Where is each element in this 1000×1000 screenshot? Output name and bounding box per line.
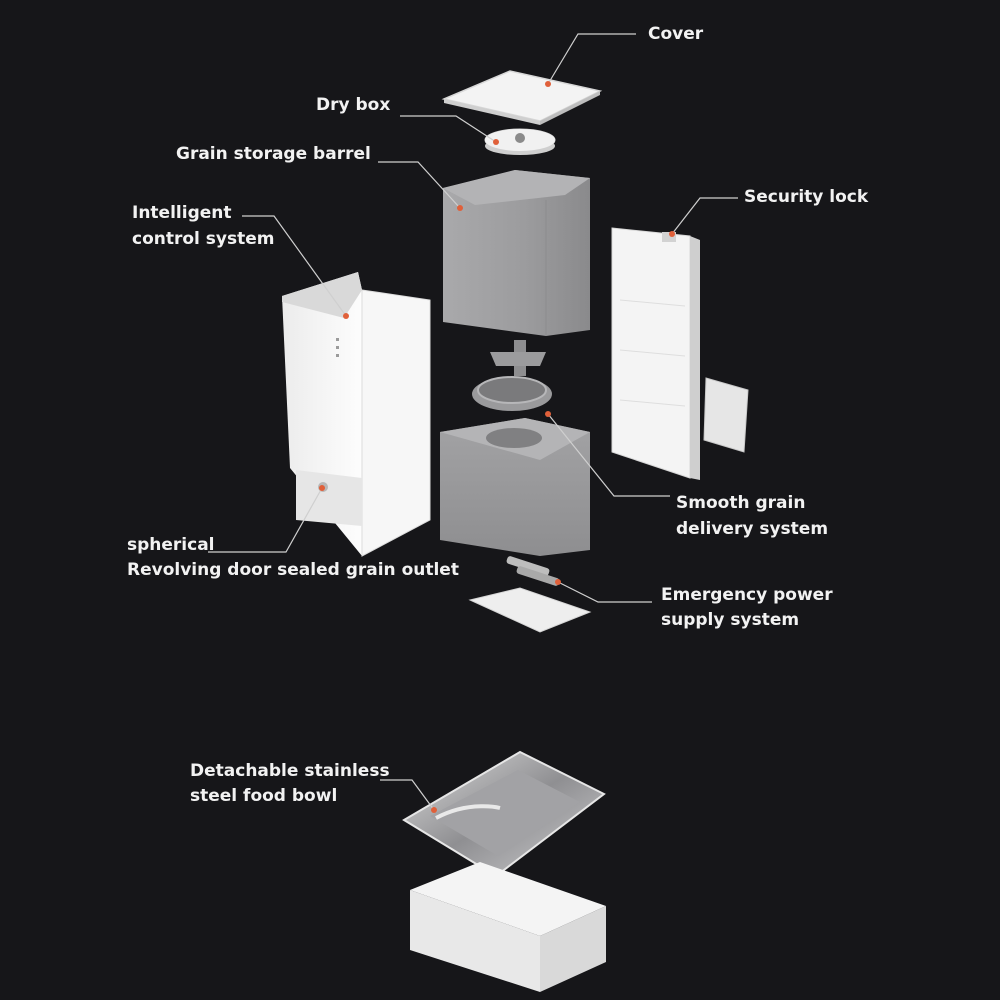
label-grain-storage-barrel: Grain storage barrel [176, 144, 371, 164]
label-cover: Cover [648, 24, 704, 44]
label-spherical-line2: Revolving door sealed grain outlet [127, 560, 459, 580]
impeller-part [490, 340, 546, 376]
label-emergency-power-line1: Emergency power [661, 585, 833, 605]
food-bowl-part [402, 750, 606, 878]
label-dry-box: Dry box [316, 95, 391, 115]
label-intelligent-control-line1: Intelligent [132, 203, 232, 223]
base-unit-part [440, 418, 590, 556]
intelligent-control-housing-part [282, 272, 431, 557]
label-security-lock: Security lock [744, 187, 869, 207]
label-intelligent-control-line2: control system [132, 229, 275, 249]
leader-dots [319, 81, 675, 813]
leader-lines [208, 33, 738, 811]
label-bowl-line1: Detachable stainless [190, 761, 390, 781]
label-smooth-grain-line1: Smooth grain [676, 493, 806, 513]
label-smooth-grain-line2: delivery system [676, 519, 829, 539]
battery-door-part [703, 377, 749, 453]
dry-box-part [484, 128, 556, 155]
grain-delivery-ring-part [472, 376, 552, 411]
battery-tray-part [468, 587, 592, 633]
cover-part [441, 70, 603, 125]
batteries-part [506, 556, 560, 586]
security-lock-panel-part [611, 227, 700, 480]
grain-storage-barrel-part [443, 170, 590, 336]
label-emergency-power-line2: supply system [661, 610, 800, 630]
label-spherical-line1: spherical [127, 535, 215, 555]
label-bowl-line2: steel food bowl [190, 786, 338, 806]
bowl-base-part [410, 862, 606, 992]
